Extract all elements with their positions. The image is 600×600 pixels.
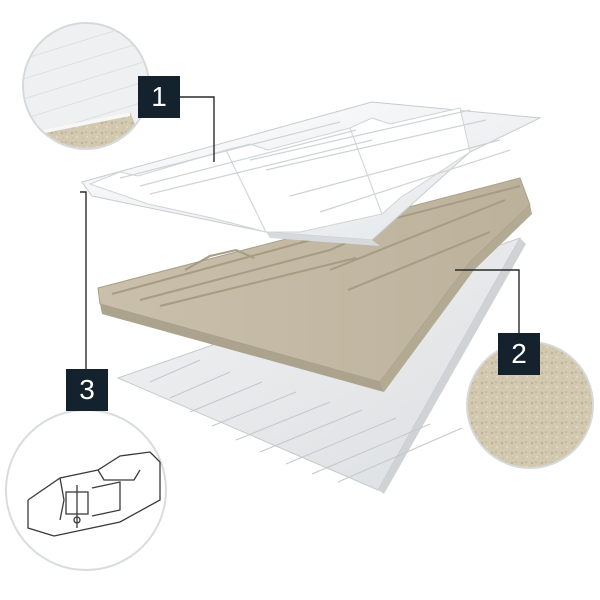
leader-line-2 — [455, 269, 520, 334]
top-profiled-sheet — [81, 101, 542, 246]
top-sheet-surface-detail — [22, 22, 150, 150]
insulation-core — [97, 177, 532, 392]
leader-line-3 — [80, 191, 87, 370]
leader-line-1 — [180, 96, 215, 162]
marker-1: 1 — [138, 76, 180, 118]
joint-section-detail — [5, 409, 167, 571]
marker-2: 2 — [498, 333, 540, 375]
marker-3: 3 — [66, 369, 108, 411]
